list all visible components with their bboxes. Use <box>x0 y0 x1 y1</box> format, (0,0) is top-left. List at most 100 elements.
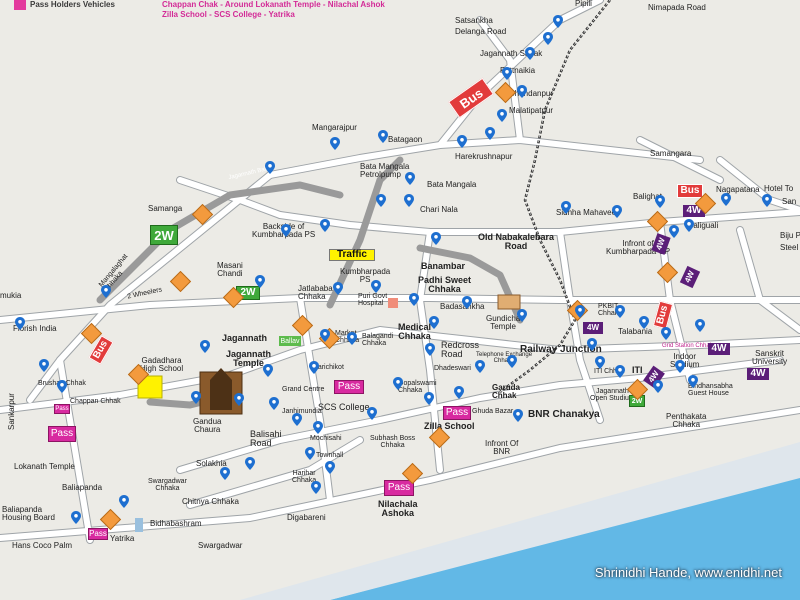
label-harihar-chhaka: Harihar Chhaka <box>292 470 317 484</box>
label-nagapatana: Nagapatana <box>716 185 760 194</box>
label-satsankha: Satsankha <box>455 16 493 25</box>
location-pin-icon <box>639 316 649 329</box>
location-pin-icon <box>409 293 419 306</box>
location-pin-icon <box>378 130 388 143</box>
label-samanga-west: Samanga <box>148 204 183 213</box>
label-baliapanda: Baliapanda <box>62 483 103 492</box>
label-puri-govt-hospital: Puri Govt Hospital <box>358 293 388 307</box>
location-pin-icon <box>502 67 512 80</box>
label-subhash-boss-chhaka: Subhash Boss Chhaka <box>370 435 416 449</box>
railway-track <box>499 0 611 394</box>
location-pin-icon <box>612 205 622 218</box>
location-pin-icon <box>292 413 302 426</box>
location-pin-icon <box>191 391 201 404</box>
ballav-badge: Ballav <box>279 336 301 346</box>
label-bata-mangala: Bata Mangala <box>427 180 477 189</box>
location-pin-icon <box>309 361 319 374</box>
label-swargadwar-chhaka: Swargadwar Chhaka <box>148 478 187 492</box>
label-hans-coco-palm: Hans Coco Palm <box>12 541 73 550</box>
location-pin-icon <box>393 377 403 390</box>
label-badasankha: Badasankha <box>440 302 485 311</box>
label-sankarpur: Sankarpur <box>7 393 16 430</box>
label-grid-station-chhaka: Grid Station Chhaka <box>662 343 717 349</box>
label-delanga-road: Delanga Road <box>455 27 507 36</box>
label-lokanath-temple: Lokanath Temple <box>14 462 75 471</box>
label-redcross-road: Redcross Road <box>441 340 480 359</box>
location-pin-icon <box>655 195 665 208</box>
traffic-badge: Traffic <box>329 249 375 261</box>
label-pipili: Pipili <box>575 0 592 8</box>
label-gopalswami-chhaka: Gopalswami Chhaka <box>398 380 437 394</box>
label-digabareni: Digabareni <box>287 513 326 522</box>
location-pin-icon <box>245 457 255 470</box>
label-railway-junction: Railway Junction <box>520 344 602 355</box>
location-pin-icon <box>561 201 571 214</box>
location-pin-icon <box>454 386 464 399</box>
location-pin-icon <box>575 305 585 318</box>
location-pin-icon <box>425 343 435 356</box>
label-jagannath-open-studium: Jagannath Open Studium <box>590 388 635 402</box>
location-pin-icon <box>71 511 81 524</box>
label-iti-chhak: ITI Chhak <box>594 368 625 375</box>
four-wheeler-badge-pkbit: 4W <box>583 322 603 334</box>
label-pkbit-chhaka: PKBIT Chhaka <box>598 303 623 317</box>
label-balagandi-chhaka: Balagandi Chhaka <box>362 333 394 347</box>
label-bidhabashram: Bidhabashram <box>150 519 202 528</box>
location-pin-icon <box>457 135 467 148</box>
location-pin-icon <box>325 461 335 474</box>
label-jagannath-top: Jagannath <box>222 333 268 343</box>
label-grand-centre: Grand Centre <box>282 386 325 393</box>
label-jatlababa-chhaka: Jatlababa Chhaka <box>298 284 333 301</box>
location-pin-icon <box>281 224 291 237</box>
label-jagannath-temple: Jagannath Temple <box>226 349 272 368</box>
label-penthakata-chhaka: Penthakata Chhaka <box>666 412 707 429</box>
label-garuda-chhak: Garuda Chhak <box>492 383 521 400</box>
label-zilla-school: Zilla School <box>424 421 475 431</box>
location-pin-icon <box>462 296 472 309</box>
location-pin-icon <box>15 317 25 330</box>
location-pin-icon <box>320 329 330 342</box>
label-balighat: Balighat <box>633 192 662 201</box>
location-pin-icon <box>513 409 523 422</box>
location-pin-icon <box>675 360 685 373</box>
location-pin-icon <box>424 392 434 405</box>
location-pin-icon <box>684 219 694 232</box>
location-pin-icon <box>265 161 275 174</box>
photo-credit: Shrinidhi Hande, www.enidhi.net <box>594 565 782 580</box>
label-hotel-to: Hotel To <box>764 184 794 193</box>
bus-badge-balighat: Bus <box>677 184 703 198</box>
label-chandanpur: Chandanpur <box>509 89 554 98</box>
label-janhimundia: Janhimundia <box>282 408 322 415</box>
label-gundicha-temple: Gundicha Temple <box>486 314 521 331</box>
pass-badge-yatrika: Pass <box>88 528 108 540</box>
label-mochisahi: Mochisahi <box>310 435 342 442</box>
gadadhara-yellow-block <box>137 375 163 399</box>
location-pin-icon <box>347 332 357 345</box>
location-pin-icon <box>507 355 517 368</box>
location-pin-icon <box>431 232 441 245</box>
bidhabashram-block <box>135 518 143 532</box>
label-jagannath-sadak: Jagannath Sadak <box>480 49 543 58</box>
label-old-nabakalebara-road: Old Nabakalebara Road <box>478 232 555 251</box>
label-market-chhaka: Market Chhaka <box>335 330 360 344</box>
location-pin-icon <box>669 225 679 238</box>
location-pin-icon <box>255 275 265 288</box>
pass-badge-nilachala: Pass <box>384 480 414 496</box>
legend-pink-swatch <box>14 0 26 10</box>
location-pin-icon <box>311 481 321 494</box>
label-padhi-sweet-chhaka: Padhi Sweet Chhaka <box>418 275 472 294</box>
label-iti: ITI <box>632 365 643 375</box>
label-bnr-chanakya: BNR Chanakya <box>528 409 600 420</box>
location-pin-icon <box>497 109 507 122</box>
location-pin-icon <box>320 219 330 232</box>
road-network <box>0 0 800 544</box>
label-bata-mangala-petrolpump: Bata Mangala Petrolpump <box>360 162 410 179</box>
location-pin-icon <box>404 194 414 207</box>
location-pin-icon <box>553 15 563 28</box>
pass-badge-grand-centre: Pass <box>334 380 364 394</box>
label-masani-chandi: Masani Chandi <box>217 261 243 278</box>
label-gadadhara-high-school: Gadadhara High School <box>140 356 184 373</box>
location-pin-icon <box>367 407 377 420</box>
legend-route-1: Chappan Chak - Around Lokanath Temple - … <box>162 0 385 9</box>
